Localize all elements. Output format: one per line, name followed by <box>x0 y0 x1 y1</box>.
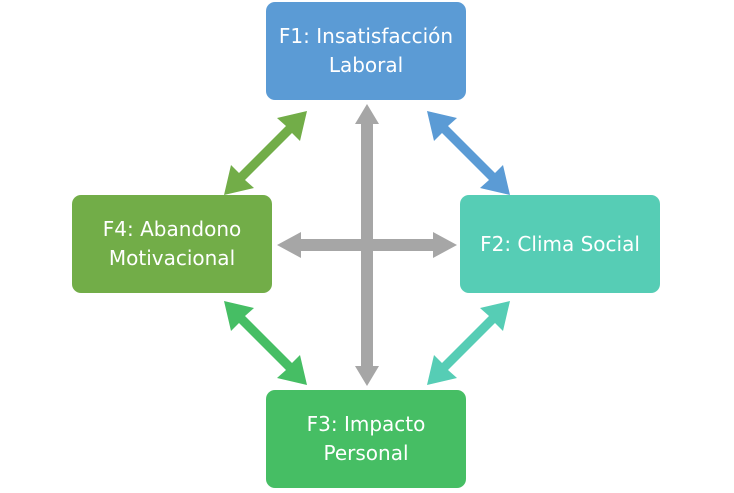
arrow-f4-f2 <box>277 232 457 258</box>
node-f4-abandono-motivacional: F4: Abandono Motivacional <box>72 195 272 293</box>
arrow-f3-f4 <box>224 301 307 385</box>
arrow-f1-f2 <box>427 111 510 195</box>
node-f4-label: F4: Abandono Motivacional <box>102 217 242 270</box>
node-f1-insatisfaccion-laboral: F1: Insatisfacción Laboral <box>266 2 466 100</box>
arrow-f4-f1 <box>224 111 307 195</box>
node-f3-label: F3: Impacto Personal <box>306 412 426 465</box>
arrow-f2-f3 <box>427 301 510 385</box>
node-f2-clima-social: F2: Clima Social <box>460 195 660 293</box>
node-f3-impacto-personal: F3: Impacto Personal <box>266 390 466 488</box>
node-f1-label: F1: Insatisfacción Laboral <box>278 24 454 77</box>
node-f2-label: F2: Clima Social <box>480 231 640 256</box>
